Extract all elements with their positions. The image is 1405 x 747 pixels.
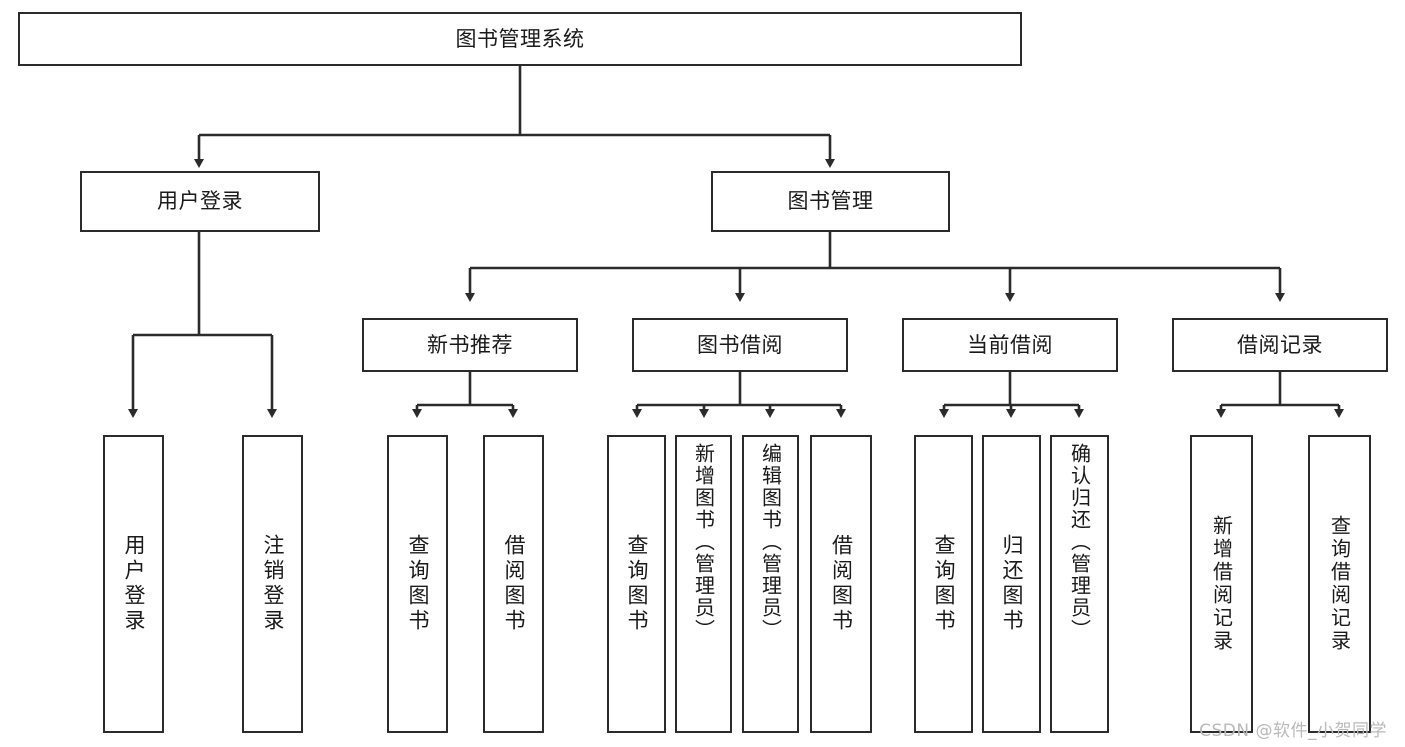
node-new-book-recommend[interactable]: 新书推荐 (362, 318, 578, 372)
node-leaf-user-logout[interactable]: 注销登录 (242, 435, 303, 733)
node-leaf-query-book-2[interactable]: 查询图书 (607, 435, 666, 733)
node-label: 借阅图书 (829, 534, 854, 634)
node-label: 新增借阅记录 (1209, 515, 1234, 653)
node-label: 借阅记录 (1237, 332, 1323, 357)
node-leaf-borrow-book-1[interactable]: 借阅图书 (483, 435, 544, 733)
node-label: 查询借阅记录 (1327, 515, 1352, 653)
node-borrow-record[interactable]: 借阅记录 (1172, 318, 1388, 372)
node-label: 确认归还（管理员） (1067, 443, 1092, 641)
node-label: 注销登录 (261, 534, 285, 634)
node-label: 查询图书 (406, 534, 430, 634)
node-label: 当前借阅 (967, 332, 1053, 357)
node-leaf-query-book-1[interactable]: 查询图书 (387, 435, 448, 733)
node-label: 新增图书（管理员） (691, 443, 716, 641)
node-label: 新书推荐 (427, 332, 513, 357)
node-current-borrow[interactable]: 当前借阅 (902, 318, 1118, 372)
node-label: 归还图书 (1000, 534, 1024, 634)
node-label: 图书借阅 (697, 332, 783, 357)
node-label: 用户登录 (157, 189, 243, 214)
node-leaf-query-record[interactable]: 查询借阅记录 (1308, 435, 1371, 733)
node-leaf-confirm-return[interactable]: 确认归还（管理员） (1050, 435, 1109, 733)
node-label: 图书管理系统 (455, 26, 585, 51)
node-leaf-user-login[interactable]: 用户登录 (103, 435, 164, 733)
node-leaf-query-book-3[interactable]: 查询图书 (914, 435, 973, 733)
node-label: 查询图书 (932, 534, 956, 634)
csdn-watermark: CSDN @软件_小贺同学 (1199, 721, 1387, 741)
node-label: 用户登录 (122, 534, 146, 634)
node-leaf-borrow-book-2[interactable]: 借阅图书 (810, 435, 872, 733)
node-book-manage[interactable]: 图书管理 (711, 171, 950, 232)
node-leaf-edit-book[interactable]: 编辑图书（管理员） (742, 435, 799, 733)
node-root-system[interactable]: 图书管理系统 (18, 12, 1022, 66)
node-label: 图书管理 (787, 189, 874, 214)
node-user-login[interactable]: 用户登录 (80, 171, 320, 232)
node-book-borrow[interactable]: 图书借阅 (632, 318, 848, 372)
node-leaf-return-book[interactable]: 归还图书 (982, 435, 1041, 733)
node-label: 借阅图书 (502, 534, 526, 634)
node-leaf-add-record[interactable]: 新增借阅记录 (1190, 435, 1253, 733)
node-label: 查询图书 (625, 534, 649, 634)
node-label: 编辑图书（管理员） (758, 443, 783, 641)
node-leaf-add-book[interactable]: 新增图书（管理员） (675, 435, 732, 733)
